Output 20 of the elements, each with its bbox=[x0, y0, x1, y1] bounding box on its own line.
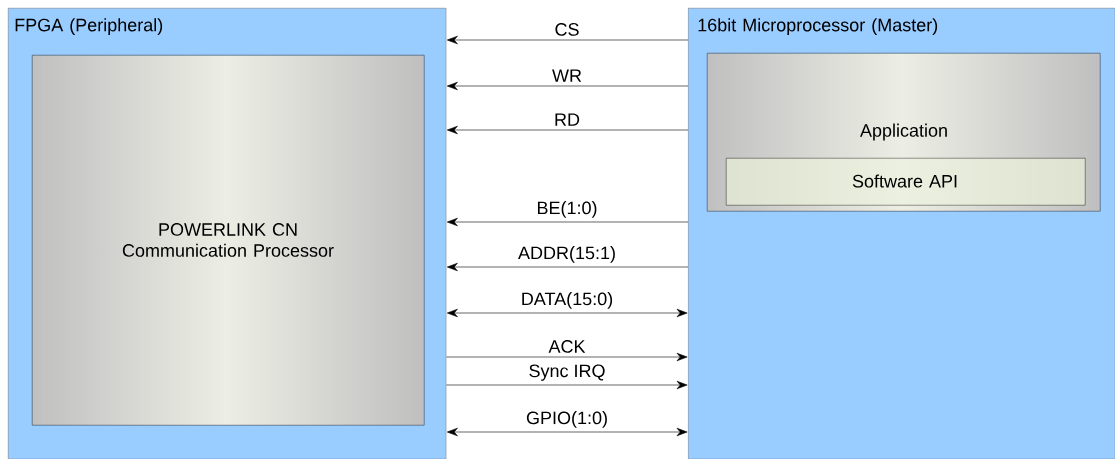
arrow bbox=[446, 125, 689, 135]
arrow bbox=[446, 81, 689, 91]
edge-label: CS bbox=[553, 22, 581, 37]
layer-box: Software API bbox=[726, 158, 1086, 206]
arrow bbox=[446, 308, 688, 318]
arrow bbox=[446, 35, 689, 45]
edge-label: DATA(15:0) bbox=[519, 291, 615, 310]
edge-label: Sync IRQ bbox=[527, 363, 607, 382]
edge-label: GPIO(1:0) bbox=[525, 410, 609, 429]
arrow bbox=[446, 352, 688, 362]
arrow bbox=[446, 217, 689, 227]
arrow bbox=[446, 380, 688, 390]
arrow bbox=[446, 262, 689, 272]
arrow bbox=[446, 427, 688, 437]
edge-label: ACK bbox=[547, 339, 587, 354]
edge-label: BE(1:0) bbox=[535, 200, 599, 219]
edge-label: ADDR(15:1) bbox=[517, 245, 617, 264]
edge-label: WR bbox=[551, 68, 583, 83]
edge-label: RD bbox=[553, 112, 581, 127]
processor-box: POWERLINK CN Communication Processor bbox=[32, 55, 425, 426]
